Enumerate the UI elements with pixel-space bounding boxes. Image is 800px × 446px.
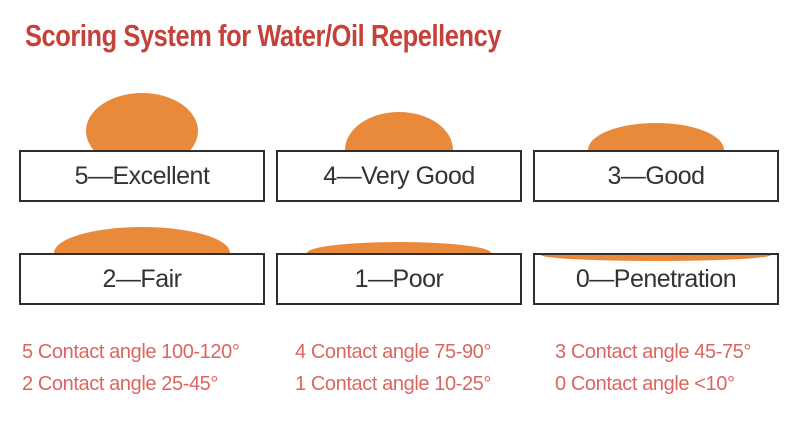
large-dome-droplet-icon	[86, 93, 198, 150]
caption-column-2: 4 Contact angle 75-90° 1 Contact angle 1…	[295, 336, 491, 400]
caption-line: 2 Contact angle 25-45°	[22, 373, 219, 395]
caption-line: 4 Contact angle 75-90°	[295, 341, 492, 363]
score-cell-penetration: 0—Penetration	[533, 225, 779, 305]
score-row-top: 5—Excellent 4—Very Good 3—Good	[19, 90, 779, 202]
score-label: 3—Good	[607, 161, 705, 190]
score-label: 2—Fair	[102, 264, 182, 293]
droplet-area	[276, 225, 522, 253]
caption-line: 1 Contact angle 10-25°	[295, 373, 492, 395]
droplet-area	[533, 90, 779, 150]
score-cell-good: 3—Good	[533, 90, 779, 202]
caption-column-1: 5 Contact angle 100-120° 2 Contact angle…	[22, 336, 240, 400]
score-row-bottom: 2—Fair 1—Poor 0—Penetration	[19, 225, 779, 305]
score-cell-very-good: 4—Very Good	[276, 90, 522, 202]
score-label: 1—Poor	[354, 264, 444, 293]
droplet-area	[19, 90, 265, 150]
score-box-poor: 1—Poor	[276, 253, 522, 305]
score-cell-fair: 2—Fair	[19, 225, 265, 305]
caption-line: 5 Contact angle 100-120°	[22, 341, 240, 363]
score-label: 5—Excellent	[74, 161, 210, 190]
score-cell-excellent: 5—Excellent	[19, 90, 265, 202]
score-box-very-good: 4—Very Good	[276, 150, 522, 202]
score-label: 4—Very Good	[323, 161, 475, 190]
low-dome-droplet-icon	[588, 123, 724, 150]
thin-film-droplet-icon	[307, 242, 491, 253]
penetrated-film-droplet-icon	[535, 255, 777, 261]
score-box-penetration: 0—Penetration	[533, 253, 779, 305]
score-box-excellent: 5—Excellent	[19, 150, 265, 202]
caption-line: 3 Contact angle 45-75°	[555, 341, 752, 363]
droplet-area	[533, 225, 779, 253]
score-cell-poor: 1—Poor	[276, 225, 522, 305]
page-title: Scoring System for Water/Oil Repellency	[25, 18, 502, 53]
caption-line: 0 Contact angle <10°	[555, 373, 735, 395]
score-box-good: 3—Good	[533, 150, 779, 202]
droplet-area	[19, 225, 265, 253]
half-dome-droplet-icon	[345, 112, 453, 150]
score-box-fair: 2—Fair	[19, 253, 265, 305]
flat-dome-droplet-icon	[54, 227, 230, 253]
droplet-area	[276, 90, 522, 150]
caption-column-3: 3 Contact angle 45-75° 0 Contact angle <…	[555, 336, 751, 400]
score-label: 0—Penetration	[575, 264, 737, 293]
